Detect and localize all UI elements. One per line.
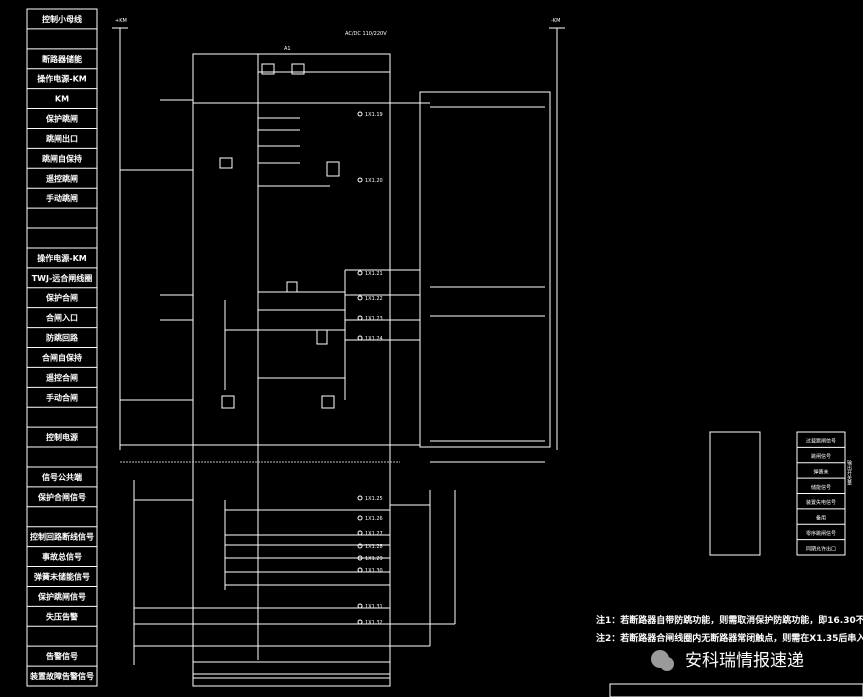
right-table-label: 备用: [816, 515, 826, 522]
left-table-label: 保护跳闸: [45, 114, 78, 124]
left-table-label: 控制电源: [46, 432, 78, 442]
watermark-text: 安科瑞情报速递: [685, 651, 804, 671]
wechat-icon-secondary: [660, 657, 674, 671]
left-table-label: 告警信号: [46, 651, 78, 661]
terminal-label: 1X1.32: [365, 620, 383, 626]
terminal-label: 1X1.25: [365, 496, 383, 502]
left-table-label: 手动合闸: [46, 392, 78, 402]
left-table-label: 操作电源-KM: [37, 253, 87, 263]
terminal-dot: [357, 315, 363, 321]
right-table-label: 跳闸信号: [811, 453, 831, 460]
terminal-label: 1X1.23: [365, 316, 383, 322]
terminal-dot: [357, 530, 363, 536]
left-table-label: 合闸自保持: [41, 352, 82, 362]
terminal-label: 1X1.20: [365, 178, 383, 184]
terminal-label: 1X1.30: [365, 568, 383, 574]
terminal-label: 1X1.26: [365, 516, 383, 522]
terminal-marks: 1X1.19 1X1.20 1X1.21 1X1.22 1X1.23 1X1.24 1X1.…: [357, 111, 383, 626]
terminal-dot: [357, 111, 363, 117]
left-table-label: 防跳回路: [46, 333, 79, 343]
left-table-label: 装置故障告警信号: [29, 671, 94, 681]
terminal-label: 1X1.27: [365, 531, 383, 537]
terminal-label: 1X1.24: [365, 336, 383, 342]
terminal-dot: [357, 619, 363, 625]
left-table-label: 控制回路断线信号: [30, 532, 94, 542]
left-table-label: TWJ-远合闸线圈: [32, 273, 93, 283]
terminal-dot: [357, 495, 363, 501]
left-table-label: 操作电源-KM: [37, 74, 87, 84]
left-table-label: 手动跳闸: [46, 193, 78, 203]
left-table-label: 合闸入口: [45, 313, 78, 323]
right-table-label: 过载跳闸信号: [806, 438, 836, 445]
left-table-label: 事故总信号: [42, 552, 82, 562]
note-1: 注1：若断路器自带防跳功能，则需取消保护防跳功能，即16.30不接: [596, 614, 863, 626]
note-2: 注2：若断路器合闸线圈内无断路器常闭触点，则需在X1.35后串入一: [596, 632, 863, 644]
left-table-label: 失压告警: [46, 611, 78, 621]
right-table-label: 零序跳闸信号: [806, 530, 836, 537]
right-table-label: 装置失电信号: [806, 499, 836, 506]
ac-dc-label: AC/DC 110/220V: [345, 31, 387, 37]
title-block-frame: [609, 683, 863, 697]
right-breaker-label: -KM: [551, 18, 560, 24]
left-table-label: 保护合闸: [45, 293, 78, 303]
terminal-label: 1X1.22: [365, 296, 383, 302]
terminal-dot: [357, 335, 363, 341]
box-label: A1: [284, 46, 291, 52]
left-table-label: 信号公共端: [42, 472, 82, 482]
terminal-dot: [357, 515, 363, 521]
left-table-label: 保护合闸信号: [37, 492, 86, 502]
terminal-label: 1X1.21: [365, 271, 383, 277]
left-table-label: 断路器储能: [42, 54, 82, 64]
right-table-label: 储能信号: [811, 484, 831, 491]
terminal-dot: [357, 177, 363, 183]
terminal-dot: [357, 603, 363, 609]
left-table-label: 遥控跳闸: [46, 173, 78, 183]
device-box: [192, 53, 391, 679]
right-panel: [419, 91, 551, 448]
terminal-dot: [357, 295, 363, 301]
left-table-label: 跳闸自保持: [42, 153, 82, 163]
left-breaker-label: +KM: [115, 18, 127, 24]
left-table-label: 遥控合闸: [46, 372, 78, 382]
right-io-block: [709, 431, 761, 556]
left-table-label: 保护跳闸信号: [37, 591, 86, 601]
terminal-label: 1X1.19: [365, 112, 383, 118]
terminal-label: 1X1.28: [365, 544, 383, 550]
terminal-dot: [357, 270, 363, 276]
terminal-dot: [357, 543, 363, 549]
left-table-label: KM: [55, 95, 69, 104]
left-table-label: 弹簧未储能信号: [34, 571, 90, 581]
right-table-label: 同期允许出口: [806, 545, 836, 552]
right-table-label: 弹簧未: [813, 468, 828, 475]
left-table-label: 控制小母线: [42, 14, 82, 24]
terminal-label: 1X1.31: [365, 604, 383, 610]
terminal-dot: [357, 555, 363, 561]
terminal-label: 1X1.29: [365, 556, 383, 562]
left-table-label: 跳闸出口: [46, 133, 78, 143]
right-side-label: 输出开关量: [846, 459, 852, 486]
terminal-dot: [357, 567, 363, 573]
